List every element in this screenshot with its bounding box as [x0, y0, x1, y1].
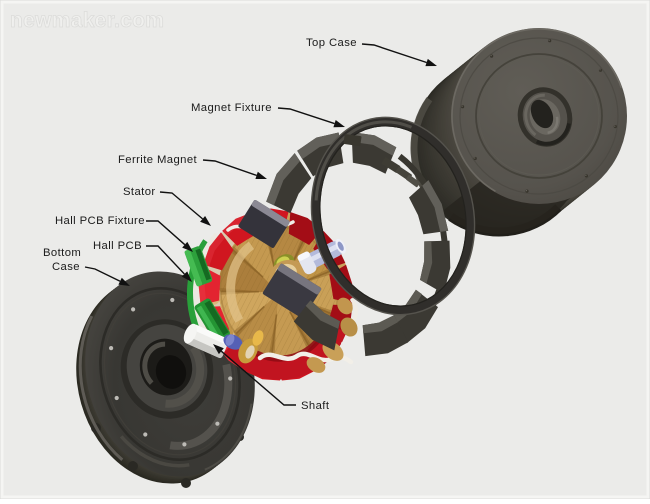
svg-text:Magnet Fixture: Magnet Fixture [191, 102, 272, 114]
svg-text:Hall PCB Fixture: Hall PCB Fixture [55, 215, 145, 227]
svg-text:Hall PCB: Hall PCB [93, 240, 142, 252]
svg-text:Top Case: Top Case [306, 37, 357, 49]
svg-text:Ferrite Magnet: Ferrite Magnet [118, 154, 198, 166]
svg-text:Bottom: Bottom [43, 247, 81, 259]
svg-text:newmaker.com: newmaker.com [10, 9, 164, 32]
svg-text:Shaft: Shaft [301, 400, 330, 412]
svg-text:Case: Case [52, 261, 80, 273]
svg-text:Stator: Stator [123, 186, 156, 198]
